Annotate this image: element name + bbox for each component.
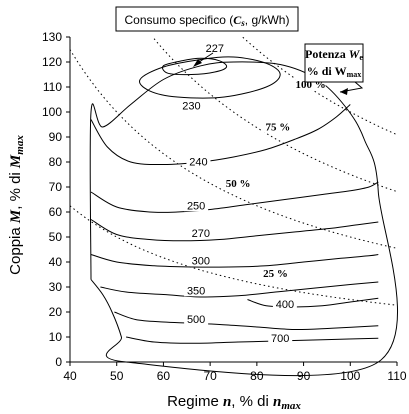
y-ticks: 0 10 20 30 40 50 60 70 80 90 100 110 120 130 <box>42 30 70 369</box>
power-labels: 100 %75 %50 %25 % <box>223 78 326 280</box>
contour-230 <box>139 56 281 99</box>
power-label-bg <box>260 266 291 279</box>
x-tick-label: 60 <box>157 369 171 383</box>
legend-arrowhead <box>340 88 348 95</box>
contour-label-230: 230 <box>182 100 200 112</box>
contour-label-700: 700 <box>271 333 289 345</box>
legend-box <box>304 43 364 83</box>
y-tick-label: 90 <box>49 130 63 144</box>
x-tick-label: 50 <box>110 369 124 383</box>
contour-label-270: 270 <box>192 228 210 240</box>
contour-label-bg <box>186 156 211 168</box>
sfc-contours <box>90 56 379 344</box>
power-label: 75 % <box>266 122 291 134</box>
y-axis-label: Coppia M, % di Mmax <box>7 135 26 275</box>
power-label-bg <box>223 176 254 189</box>
contour-240 <box>90 104 351 166</box>
contour-label-bg <box>268 332 293 344</box>
x-tick-label: 70 <box>203 369 217 383</box>
legend-line-2: % di Wmax <box>307 64 361 79</box>
y-tick-label: 130 <box>42 30 62 44</box>
y-tick-label: 30 <box>49 280 63 294</box>
x-tick-label: 100 <box>340 369 360 383</box>
y-tick-label: 40 <box>49 255 63 269</box>
full-load-envelope <box>89 61 399 377</box>
power-label: 50 % <box>226 178 251 190</box>
contour-label-bg <box>272 299 297 310</box>
min-sfc-arrowhead <box>193 59 202 67</box>
contour-label-bg <box>184 314 209 325</box>
x-axis-label: Regime n, % di nmax <box>167 393 301 412</box>
x-tick-label: 80 <box>250 369 264 383</box>
contour-500 <box>114 311 379 331</box>
contour-labels: 227 230 240 250 270 300 350 400 500 700 <box>179 42 297 345</box>
power-curve <box>153 38 398 192</box>
contour-label-bg <box>179 100 204 112</box>
contour-label-350: 350 <box>187 285 205 297</box>
y-tick-label: 0 <box>55 355 62 369</box>
contour-label-227: 227 <box>206 43 224 55</box>
power-label: 25 % <box>263 268 288 280</box>
chart-title-group: Consumo specifico (Cs, g/kWh) <box>115 6 299 32</box>
chart-title: Consumo specifico (Cs, g/kWh) <box>125 13 290 28</box>
contour-label-bg <box>188 227 213 239</box>
y-tick-label: 120 <box>42 55 62 69</box>
power-curve <box>69 205 398 306</box>
legend-line-1: Potenza We <box>305 47 363 62</box>
y-tick-label: 10 <box>49 330 63 344</box>
y-tick-label: 110 <box>43 80 62 94</box>
chart-title-box <box>115 6 299 32</box>
contour-label-300: 300 <box>192 255 210 267</box>
contour-300 <box>90 254 379 268</box>
contour-270 <box>90 219 379 242</box>
contour-label-bg <box>202 42 227 54</box>
contour-label-400: 400 <box>276 299 294 311</box>
contour-label-240: 240 <box>189 157 207 169</box>
x-tick-label: 40 <box>63 369 77 383</box>
y-tick-label: 50 <box>49 230 63 244</box>
min-sfc-pointer <box>193 52 214 67</box>
y-tick-label: 80 <box>49 155 63 169</box>
y-tick-label: 60 <box>49 205 63 219</box>
contour-label-bg <box>184 200 209 212</box>
power-curve <box>69 49 398 249</box>
legend: Potenza We % di Wmax <box>304 43 364 95</box>
contour-label-bg <box>184 285 209 297</box>
contour-400 <box>247 297 379 308</box>
contour-700 <box>126 336 379 344</box>
power-label-bg <box>262 120 293 133</box>
contour-350 <box>100 281 379 298</box>
y-tick-label: 100 <box>42 105 62 119</box>
contour-label-250: 250 <box>187 200 205 212</box>
y-tick-label: 20 <box>49 305 63 319</box>
x-tick-label: 110 <box>387 369 406 383</box>
contour-250 <box>90 181 379 213</box>
y-tick-label: 70 <box>49 180 63 194</box>
contour-label-500: 500 <box>187 314 205 326</box>
power-curves <box>69 36 398 306</box>
contour-label-bg <box>188 255 213 267</box>
